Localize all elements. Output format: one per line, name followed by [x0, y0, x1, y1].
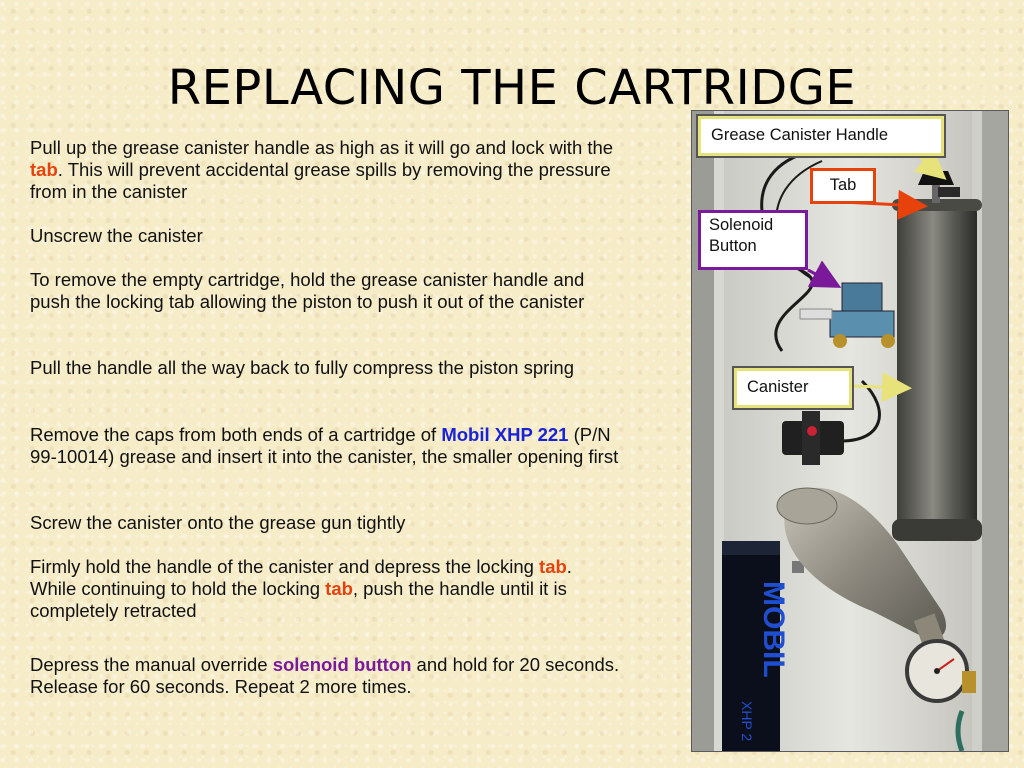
- step-compress-spring: Pull the handle all the way back to full…: [30, 357, 574, 378]
- step-text: Pull up the grease canister handle as hi…: [30, 137, 614, 158]
- callout-grease-canister-handle: Grease Canister Handle: [698, 116, 944, 156]
- step-screw-canister: Screw the canister onto the grease gun t…: [30, 512, 406, 533]
- tab-highlight: tab: [325, 578, 353, 599]
- callout-canister: Canister: [734, 368, 852, 408]
- step-unscrew: Unscrew the canister: [30, 225, 203, 246]
- tab-highlight: tab: [539, 556, 567, 577]
- step-text: (P/N 99-10014) grease and insert it into…: [30, 424, 619, 467]
- solenoid-highlight: solenoid button: [272, 654, 412, 675]
- tab-highlight: tab: [30, 159, 58, 180]
- step-text: . While continuing to hold the locking: [30, 556, 572, 599]
- callout-solenoid-button: Solenoid Button: [698, 210, 808, 270]
- step-insert-cartridge: Remove the caps from both ends of a cart…: [30, 424, 620, 468]
- step-retract-handle: Firmly hold the handle of the canister a…: [30, 556, 620, 622]
- cartridge-brand-label: MOBIL: [757, 581, 790, 678]
- step-text: Depress the manual override: [30, 654, 273, 675]
- step-solenoid: Depress the manual override solenoid but…: [30, 654, 620, 698]
- step-text: Firmly hold the handle of the canister a…: [30, 556, 540, 577]
- step-remove-cartridge: To remove the empty cartridge, hold the …: [30, 269, 585, 312]
- equipment-photo: MOBIL XHP 2: [691, 110, 1009, 752]
- step-text: . This will prevent accidental grease sp…: [30, 159, 611, 202]
- mobil-highlight: Mobil XHP 221: [441, 424, 569, 445]
- callout-tab: Tab: [810, 168, 876, 204]
- cartridge-product-label: XHP 2: [739, 701, 755, 741]
- slide-title: REPLACING THE CARTRIDGE: [167, 60, 857, 117]
- step-text: Remove the caps from both ends of a cart…: [30, 424, 442, 445]
- step-lock-handle: Pull up the grease canister handle as hi…: [30, 137, 620, 203]
- step-text: , push the handle until it is completely…: [30, 578, 567, 621]
- step-text: and hold for 20 seconds. Release for 60 …: [30, 654, 620, 697]
- equipment-illustration: MOBIL XHP 2: [692, 111, 1008, 751]
